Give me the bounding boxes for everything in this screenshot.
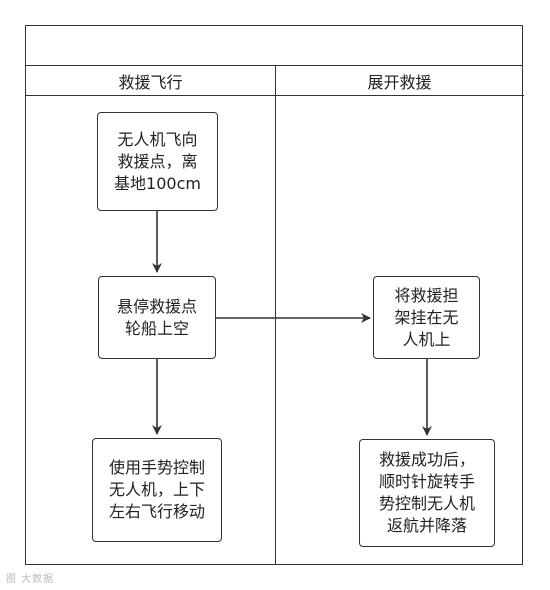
node-text: 使用手势控制 无人机，上下 左右飞行移动 [108,458,205,521]
node-text: 无人机飞向 救援点，离 基地100cm [114,129,201,193]
lane-header-rescue-flight: 救援飞行 [26,66,275,96]
node-text: 悬停救援点 轮船上空 [116,296,197,338]
swimlane-diagram: 救援飞行 展开救援 [25,25,524,565]
node-return-and-land: 救援成功后， 顺时针旋转手 势控制无人机 返航并降落 [359,439,495,547]
node-gesture-control-flight: 使用手势控制 无人机，上下 左右飞行移动 [92,438,222,542]
node-text: 将救援担 架挂在无 人机上 [394,285,459,349]
diagram-title-bar [26,26,522,66]
node-fly-to-rescue-point: 无人机飞向 救援点，离 基地100cm [97,112,218,211]
lane-label-rescue-flight: 救援飞行 [118,72,183,92]
node-hover-above-ship: 悬停救援点 轮船上空 [98,276,216,359]
node-attach-stretcher: 将救援担 架挂在无 人机上 [373,276,480,359]
node-text: 救援成功后， 顺时针旋转手 势控制无人机 返航并降落 [378,450,475,535]
lane-header-deploy-rescue: 展开救援 [275,66,524,96]
lane-divider [275,66,276,564]
lane-label-deploy-rescue: 展开救援 [367,72,432,92]
watermark: 图 大数据 [6,574,55,585]
